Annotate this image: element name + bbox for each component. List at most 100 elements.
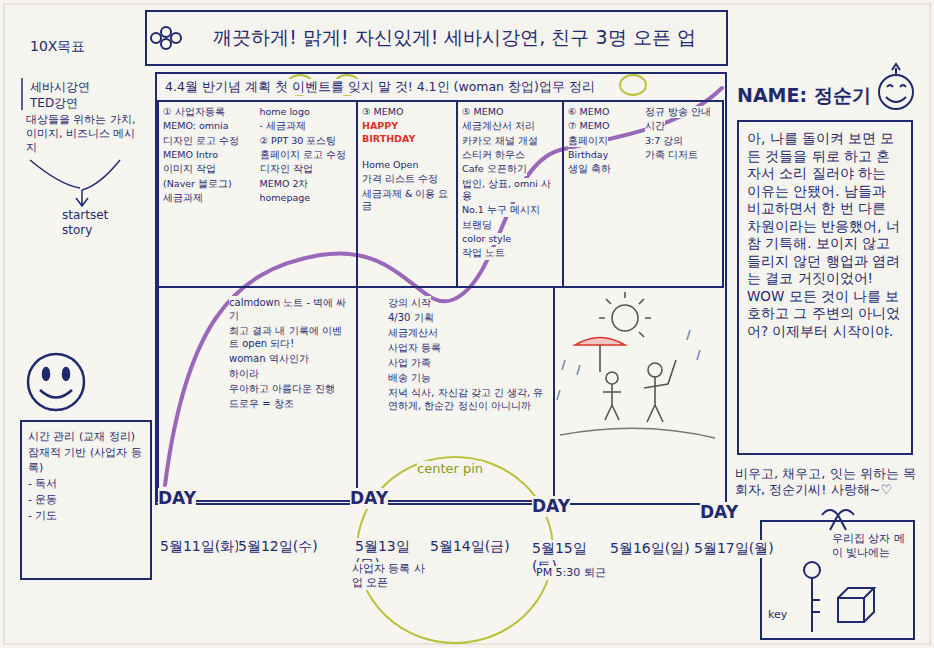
text-block: - 기도	[28, 509, 57, 523]
eyes	[887, 85, 906, 87]
key-drawing	[804, 510, 874, 632]
umbrella-stick	[599, 345, 601, 372]
note-label: PM 5:30 퇴근	[536, 566, 606, 580]
smiley-large	[28, 354, 84, 410]
eye	[63, 368, 69, 380]
text-block: 4/30 기획	[388, 311, 434, 324]
note-label: 5월12일(수)	[238, 538, 318, 556]
smiley-small	[879, 64, 913, 109]
text-block: Home Open	[362, 159, 418, 171]
plan-board: 4.4월 반기념 계획 첫 이벤트를 잊지 말 것! 4.1인 (woman 창…	[155, 72, 727, 505]
text-block: 생일 축하	[568, 163, 611, 175]
note-label: 10X목표	[30, 38, 85, 56]
text-block: 세금계산서	[388, 326, 438, 339]
text-block: 시간	[645, 120, 665, 132]
text-block: 스티커 하우스	[462, 149, 525, 161]
note-label: 비우고, 채우고, 잇는 위하는 목회자, 정순기씨! 사랑해~♡	[735, 466, 920, 499]
petal	[161, 27, 171, 37]
figure	[644, 360, 676, 422]
text-block: 세금계산서 처리	[462, 120, 535, 132]
day-cell: calmdown 노트 - 벽에 싸기최고 결과 내 기록에 이벤트 open …	[157, 286, 358, 502]
text-block: ⑥ MEMO	[568, 106, 609, 118]
text-block: key	[768, 608, 787, 622]
box	[838, 598, 864, 622]
text-block: 배송 기능	[388, 371, 431, 384]
head	[606, 372, 618, 384]
note-label: 5월11일(화)	[160, 538, 240, 556]
text-block: 가격 리스트 수정	[362, 173, 438, 185]
text-block: homepage	[260, 192, 311, 204]
raindrops	[557, 330, 700, 400]
text-block: color style	[462, 233, 511, 245]
text-block: woman 역사인가	[229, 352, 309, 365]
text-block: home logo	[260, 106, 310, 118]
note-label: DAY	[700, 502, 738, 523]
rain-scene	[557, 292, 715, 438]
bracket	[21, 78, 23, 110]
text-block: No.1 누구 메시지	[462, 204, 540, 216]
text-block: 잠재적 기반 (사업자 등록)	[28, 446, 144, 475]
sprout	[892, 64, 900, 75]
title-banner: 깨끗하게! 맑게! 자신있게! 세바시강연, 친구 3명 오픈 업	[145, 10, 728, 66]
text-block: 법인, 상표, omni 사용	[462, 178, 558, 203]
note-label: TED강연	[30, 96, 78, 111]
note-label: 사업자 등록 사업 오픈	[352, 562, 432, 590]
text-block: - 독서	[28, 477, 57, 491]
day-cell: ⑥ MEMO⑦ MEMO홈페이지Birthday생일 축하정규 방송 안내시간3…	[562, 100, 724, 288]
text-block: ⑤ MEMO	[462, 106, 503, 118]
text-block: MEMO: omnia	[163, 120, 228, 132]
text-block: 깨끗하게! 맑게! 자신있게! 세바시강연, 친구 3명 오픈 업	[213, 25, 695, 50]
note-label: 대상들을 위하는 가치, 이미지, 비즈니스 메시지	[26, 113, 144, 154]
text-block: 세금과제 & 이용 요금	[362, 188, 452, 213]
eye	[43, 368, 49, 380]
text-block: 강의 시작	[388, 296, 431, 309]
text-block: MEMO Intro	[163, 149, 218, 161]
text-block: 4.4월 반기념 계획 첫 이벤트를 잊지 말 것! 4.1인 (woman 창…	[165, 79, 595, 95]
habit-box: 시간 관리 (교재 정리)잠재적 기반 (사업자 등록)- 독서- 운동- 기도	[20, 420, 152, 580]
day-cell: ① 사업자등록MEMO: omnia디자인 로고 수정MEMO Intro이미지…	[157, 100, 358, 288]
petal	[161, 39, 171, 49]
text-block: 이미지 작업	[163, 163, 216, 175]
text-block: ② PPT 30 포스팅	[260, 135, 337, 147]
text-block: ③ MEMO	[362, 106, 403, 118]
text-block: 홈페이지	[568, 135, 608, 147]
mouth	[40, 390, 72, 398]
text-block: ⑦ MEMO	[568, 120, 609, 132]
text-block: 우리집 상자 메이 빛나에는	[832, 532, 910, 561]
text-block: 가족 디저트	[645, 149, 698, 161]
note-label: DAY	[532, 496, 570, 517]
note-label: NAME: 정순기	[737, 84, 871, 108]
text-block: calmdown 노트 - 벽에 싸기	[229, 296, 350, 322]
ground	[560, 428, 715, 438]
text-block: 세금과제	[163, 192, 203, 204]
text-block: (Naver 블로그)	[163, 178, 232, 190]
text-block: 디자인 로고 수정	[163, 135, 239, 147]
note-label: 세바시강연	[30, 80, 90, 95]
petal	[171, 33, 181, 43]
day-cell: ③ MEMOHAPPY BIRTHDAYHome Open가격 리스트 수정세금…	[356, 100, 458, 288]
text-block: MEMO 2차	[260, 178, 309, 190]
highlight-ring	[620, 75, 646, 95]
mouth	[886, 97, 906, 102]
sun	[612, 305, 638, 331]
text-block: 카카오 채널 개설	[462, 135, 538, 147]
face	[879, 75, 913, 109]
text-block: Birthday	[568, 149, 608, 161]
note-label: 5월16일(일)	[610, 540, 690, 558]
text-block: 우아하고 아름다운 진행	[229, 382, 335, 395]
arrow-line	[82, 160, 120, 190]
text-block: 시간 관리 (교재 정리)	[28, 430, 135, 444]
text-block: 정규 방송 안내	[645, 106, 711, 118]
text-block: 브랜딩	[462, 219, 492, 231]
paper-sheet	[4, 4, 930, 644]
text-block: 최고 결과 내 기록에 이벤트 open 되다!	[229, 324, 350, 350]
box-edge	[838, 588, 874, 622]
head	[648, 363, 662, 377]
arrow-head	[76, 190, 88, 206]
face	[28, 354, 84, 410]
flower-icon	[151, 27, 181, 49]
note-label: startset story	[62, 208, 142, 238]
text-block: 아, 나를 돌이켜 보면 모든 것들을 뒤로 하고 혼자서 소리 질러야 하는 …	[747, 130, 903, 341]
text-block: 사업자 등록	[388, 341, 441, 354]
